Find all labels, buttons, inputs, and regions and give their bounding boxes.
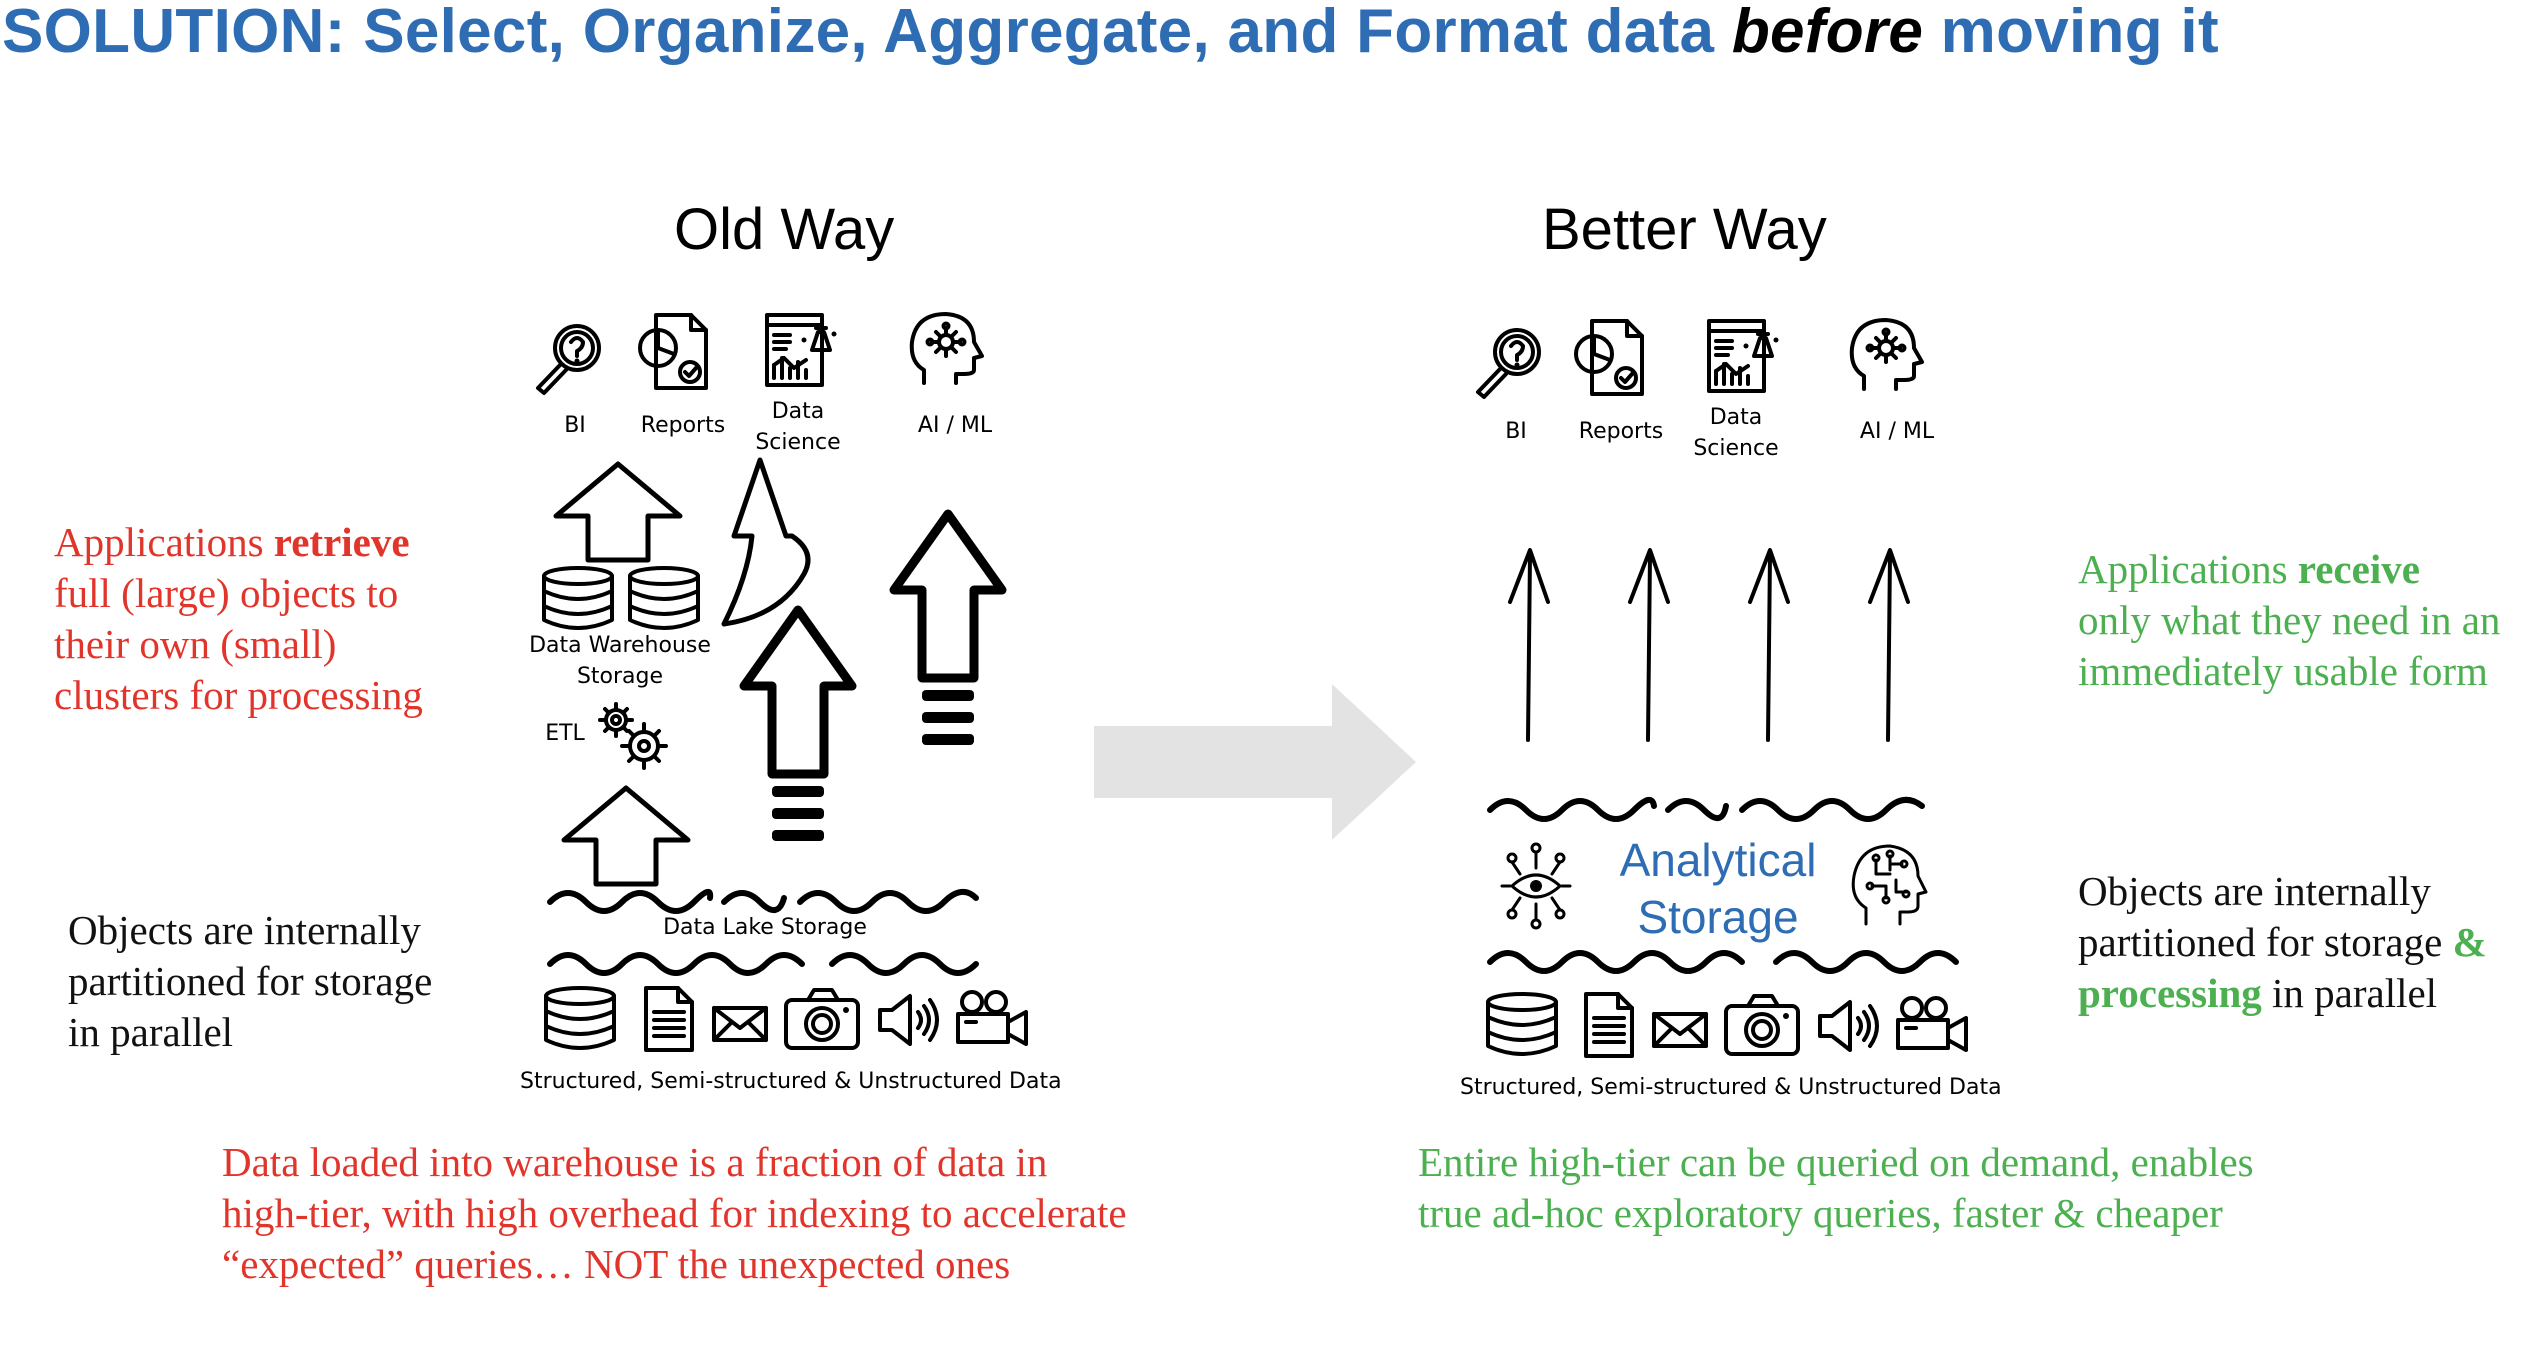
note-receive-line2: only what they need in an bbox=[2078, 597, 2501, 643]
ai-head-icon bbox=[909, 312, 984, 385]
note-bottom-old-line1: Data loaded into warehouse is a fraction… bbox=[222, 1139, 1048, 1185]
note-receive: Applications receive only what they need… bbox=[2078, 544, 2500, 697]
title-emphasis: before bbox=[1731, 0, 1924, 66]
note-retrieve-line1: Applications retrieve bbox=[54, 519, 410, 565]
better-way-heading: Better Way bbox=[1542, 197, 1827, 262]
note-objects-old-line3: in parallel bbox=[68, 1009, 234, 1055]
analytical-storage-label: Analytical Storage bbox=[1619, 834, 1817, 943]
page-title: SOLUTION: Select, Organize, Aggregate, a… bbox=[2, 0, 2219, 67]
camera-icon bbox=[1724, 994, 1800, 1056]
database-icon bbox=[1486, 992, 1558, 1056]
circuit-eye-icon bbox=[1500, 842, 1572, 930]
note-bottom-old: Data loaded into warehouse is a fraction… bbox=[222, 1137, 1127, 1290]
note-objects-better-line2: partitioned for storage & bbox=[2078, 919, 2487, 965]
note-receive-line3: immediately usable form bbox=[2078, 648, 2488, 694]
ai-head-icon bbox=[1849, 318, 1924, 391]
report-chart-icon bbox=[638, 313, 708, 390]
old-way-heading: Old Way bbox=[674, 197, 895, 262]
consumer-label-bi: BI bbox=[564, 413, 586, 438]
note-retrieve-line4: clusters for processing bbox=[54, 672, 423, 718]
outline-up-arrow-top bbox=[553, 461, 683, 563]
lake-label: Data Lake Storage bbox=[663, 915, 867, 940]
note-objects-better: Objects are internally partitioned for s… bbox=[2078, 866, 2487, 1019]
consumer-label-bi-better: BI bbox=[1505, 419, 1527, 444]
video-camera-icon bbox=[956, 990, 1028, 1046]
note-retrieve: Applications retrieve full (large) objec… bbox=[54, 517, 423, 721]
database-icon bbox=[542, 566, 614, 630]
title-part1: SOLUTION: Select, Organize, Aggregate, a… bbox=[2, 0, 1732, 66]
storage-waves-bottom bbox=[1487, 950, 1959, 974]
lake-waves-bottom bbox=[547, 952, 979, 976]
speaker-icon bbox=[878, 994, 939, 1046]
sources-label-old: Structured, Semi-structured & Unstructur… bbox=[520, 1069, 1062, 1094]
note-bottom-old-line3: “expected” queries… NOT the unexpected o… bbox=[222, 1241, 1011, 1287]
database-icon bbox=[544, 986, 616, 1050]
storage-waves-top bbox=[1487, 797, 1925, 822]
data-science-dashboard-icon bbox=[1707, 319, 1779, 393]
note-bottom-better: Entire high-tier can be queried on deman… bbox=[1418, 1137, 2254, 1239]
curved-up-arrow bbox=[721, 457, 811, 627]
magnifier-question-icon bbox=[1476, 328, 1541, 399]
speaker-icon bbox=[1818, 1000, 1879, 1052]
sources-label-better: Structured, Semi-structured & Unstructur… bbox=[1460, 1075, 2002, 1100]
note-bottom-better-line1: Entire high-tier can be queried on deman… bbox=[1418, 1139, 2254, 1185]
consumer-label-data-science: Data Science bbox=[755, 399, 841, 455]
envelope-icon bbox=[712, 1006, 768, 1042]
outline-up-arrow-bottom bbox=[561, 785, 691, 887]
warehouse-label: Data Warehouse Storage bbox=[529, 633, 711, 689]
note-receive-line1: Applications receive bbox=[2078, 546, 2420, 592]
note-objects-old-line1: Objects are internally bbox=[68, 907, 421, 953]
magnifier-question-icon bbox=[536, 324, 601, 395]
consumer-label-data-science-better: Data Science bbox=[1693, 405, 1779, 461]
lake-waves-top bbox=[547, 889, 979, 914]
consumer-label-ai-ml: AI / ML bbox=[917, 413, 993, 438]
database-icon bbox=[628, 566, 700, 630]
thin-up-arrows bbox=[1508, 548, 1910, 742]
note-bottom-better-line2: true ad-hoc exploratory queries, faster … bbox=[1418, 1190, 2223, 1236]
note-objects-old-line2: partitioned for storage bbox=[68, 958, 433, 1004]
camera-icon bbox=[784, 988, 860, 1050]
consumer-label-ai-ml-better: AI / ML bbox=[1859, 419, 1935, 444]
note-retrieve-line3: their own (small) bbox=[54, 621, 337, 667]
note-objects-better-line3: processing in parallel bbox=[2078, 970, 2438, 1016]
document-icon bbox=[1584, 992, 1634, 1058]
etl-label: ETL bbox=[545, 721, 585, 746]
data-science-dashboard-icon bbox=[765, 313, 837, 387]
note-objects-old: Objects are internally partitioned for s… bbox=[68, 905, 432, 1058]
report-chart-icon bbox=[1574, 319, 1644, 396]
document-icon bbox=[644, 986, 694, 1052]
note-objects-better-line1: Objects are internally bbox=[2078, 868, 2431, 914]
consumer-label-reports-better: Reports bbox=[1578, 419, 1664, 444]
transition-arrow bbox=[1094, 684, 1416, 840]
consumer-label-reports: Reports bbox=[640, 413, 726, 438]
gears-icon bbox=[598, 702, 668, 770]
note-retrieve-line2: full (large) objects to bbox=[54, 570, 399, 616]
video-camera-icon bbox=[1896, 996, 1968, 1052]
striped-up-arrow-middle bbox=[739, 605, 857, 841]
note-bottom-old-line2: high-tier, with high overhead for indexi… bbox=[222, 1190, 1127, 1236]
ai-head-icon bbox=[1851, 844, 1928, 926]
striped-up-arrow-right bbox=[889, 509, 1007, 745]
envelope-icon bbox=[1652, 1012, 1708, 1048]
title-part2: moving it bbox=[1923, 0, 2219, 66]
